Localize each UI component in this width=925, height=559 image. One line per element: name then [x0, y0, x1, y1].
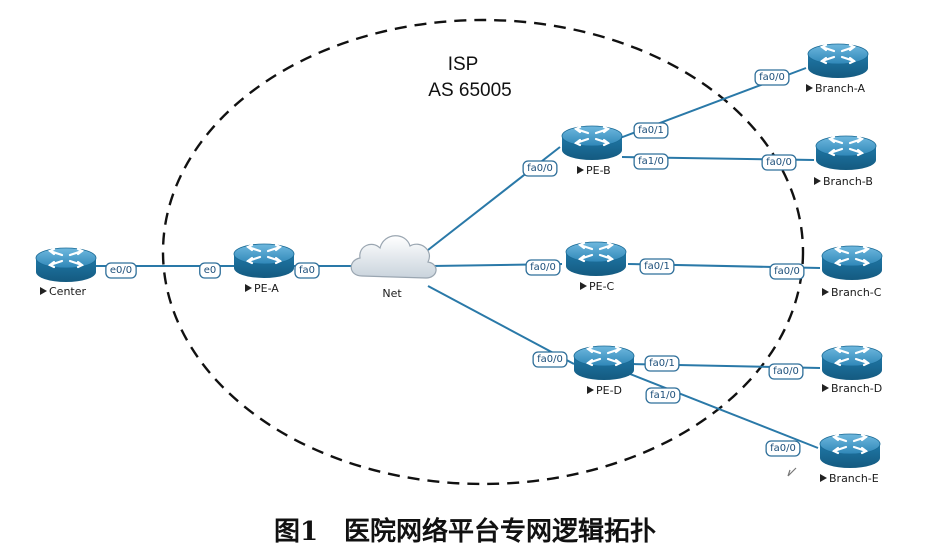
port-text: fa0/1 — [644, 261, 670, 272]
port-text: fa1/0 — [638, 156, 664, 167]
play-icon — [245, 284, 252, 292]
port-text: fa0/0 — [537, 354, 563, 365]
port-text: fa0/0 — [759, 72, 785, 83]
port-branch-a-fa0-0[interactable]: fa0/0 — [754, 69, 790, 86]
isp-as-number: AS 65005 — [428, 80, 511, 101]
port-pe-c-fa0-1[interactable]: fa0/1 — [639, 258, 675, 275]
play-icon — [587, 386, 594, 394]
port-center-e0-0[interactable]: e0/0 — [105, 262, 137, 279]
port-text: fa0/0 — [766, 157, 792, 168]
port-pe-d-fa0-0[interactable]: fa0/0 — [532, 351, 568, 368]
play-icon — [822, 384, 829, 392]
router-branch-c[interactable] — [820, 244, 884, 282]
device-label-branch-c: Branch-C — [822, 286, 882, 299]
router-branch-e[interactable] — [818, 432, 882, 470]
play-icon — [822, 288, 829, 296]
isp-label: ISP — [448, 54, 479, 75]
router-branch-d[interactable] — [820, 344, 884, 382]
router-icon — [34, 246, 98, 284]
device-label-text: PE-A — [254, 282, 279, 295]
device-label-text: PE-B — [586, 164, 611, 177]
device-label-text: Branch-A — [815, 82, 866, 95]
port-pe-b-fa0-0[interactable]: fa0/0 — [522, 160, 558, 177]
device-label-pe-a: PE-A — [245, 282, 279, 295]
port-text: fa0/1 — [649, 358, 675, 369]
links — [96, 67, 821, 449]
device-label-pe-c: PE-C — [580, 280, 615, 293]
play-icon — [820, 474, 827, 482]
port-branch-c-fa0-0[interactable]: fa0/0 — [769, 263, 805, 280]
port-text: fa1/0 — [650, 390, 676, 401]
router-center[interactable] — [34, 246, 98, 284]
device-label-branch-b: Branch-B — [814, 175, 873, 188]
port-pe-b-fa1-0[interactable]: fa1/0 — [633, 153, 669, 170]
play-icon — [40, 287, 47, 295]
device-label-branch-a: Branch-A — [806, 82, 866, 95]
device-label-text: PE-C — [589, 280, 615, 293]
device-label-text: Branch-B — [823, 175, 873, 188]
cloud-icon — [350, 235, 437, 279]
device-label-text: Branch-D — [831, 382, 882, 395]
router-icon — [564, 240, 628, 278]
router-pe-a[interactable] — [232, 242, 296, 280]
port-text: e0/0 — [110, 265, 132, 276]
play-icon — [580, 282, 587, 290]
port-text: fa0 — [299, 265, 315, 276]
port-text: fa0/0 — [770, 443, 796, 454]
device-label-pe-d: PE-D — [587, 384, 622, 397]
port-branch-b-fa0-0[interactable]: fa0/0 — [761, 154, 797, 171]
net-cloud[interactable] — [350, 235, 437, 279]
net-label: Net — [382, 287, 402, 300]
figure-caption: 图1 医院网络平台专网逻辑拓扑 — [274, 516, 656, 547]
port-pe-c-fa0-0[interactable]: fa0/0 — [525, 259, 561, 276]
port-text: fa0/0 — [530, 262, 556, 273]
play-icon — [577, 166, 584, 174]
device-label-center: Center — [40, 285, 87, 298]
port-branch-e-fa0-0[interactable]: fa0/0 — [765, 440, 801, 457]
device-label-text: Branch-C — [831, 286, 882, 299]
router-icon — [820, 344, 884, 382]
device-label-branch-e: Branch-E — [820, 472, 879, 485]
port-text: e0 — [204, 265, 217, 276]
router-icon — [818, 432, 882, 470]
router-icon — [572, 344, 636, 382]
device-label-branch-d: Branch-D — [822, 382, 882, 395]
port-branch-d-fa0-0[interactable]: fa0/0 — [768, 363, 804, 380]
device-label-text: PE-D — [596, 384, 622, 397]
port-text: fa0/0 — [774, 266, 800, 277]
port-text: fa0/1 — [638, 125, 664, 136]
play-icon — [814, 177, 821, 185]
pencil-icon — [787, 467, 797, 477]
router-icon — [814, 134, 878, 172]
port-pe-b-fa0-1[interactable]: fa0/1 — [633, 122, 669, 139]
port-pe-d-fa1-0[interactable]: fa1/0 — [645, 387, 681, 404]
link-net-pe-d[interactable] — [427, 285, 575, 365]
router-icon — [820, 244, 884, 282]
device-label-pe-b: PE-B — [577, 164, 611, 177]
port-badges: e0/0 e0 fa0 fa0/0 fa0/1 fa1/0 fa0/0 fa0/… — [105, 69, 805, 457]
router-icon — [560, 124, 624, 162]
device-labels: Center PE-A PE-B PE-C PE-D Branch-A Bran… — [40, 82, 882, 485]
device-label-text: Center — [49, 285, 87, 298]
link-pe-d-branch-e[interactable] — [629, 373, 819, 449]
device-label-text: Branch-E — [829, 472, 879, 485]
router-pe-c[interactable] — [564, 240, 628, 278]
router-branch-b[interactable] — [814, 134, 878, 172]
router-pe-b[interactable] — [560, 124, 624, 162]
port-pe-d-fa0-1[interactable]: fa0/1 — [644, 355, 680, 372]
port-pe-a-fa0[interactable]: fa0 — [294, 262, 320, 279]
router-branch-a[interactable] — [806, 42, 870, 80]
router-pe-d[interactable] — [572, 344, 636, 382]
router-icon — [806, 42, 870, 80]
port-text: fa0/0 — [527, 163, 553, 174]
port-pe-a-e0[interactable]: e0 — [199, 262, 221, 279]
play-icon — [806, 84, 813, 92]
isp-boundary — [161, 18, 805, 486]
router-icon — [232, 242, 296, 280]
port-text: fa0/0 — [773, 366, 799, 377]
